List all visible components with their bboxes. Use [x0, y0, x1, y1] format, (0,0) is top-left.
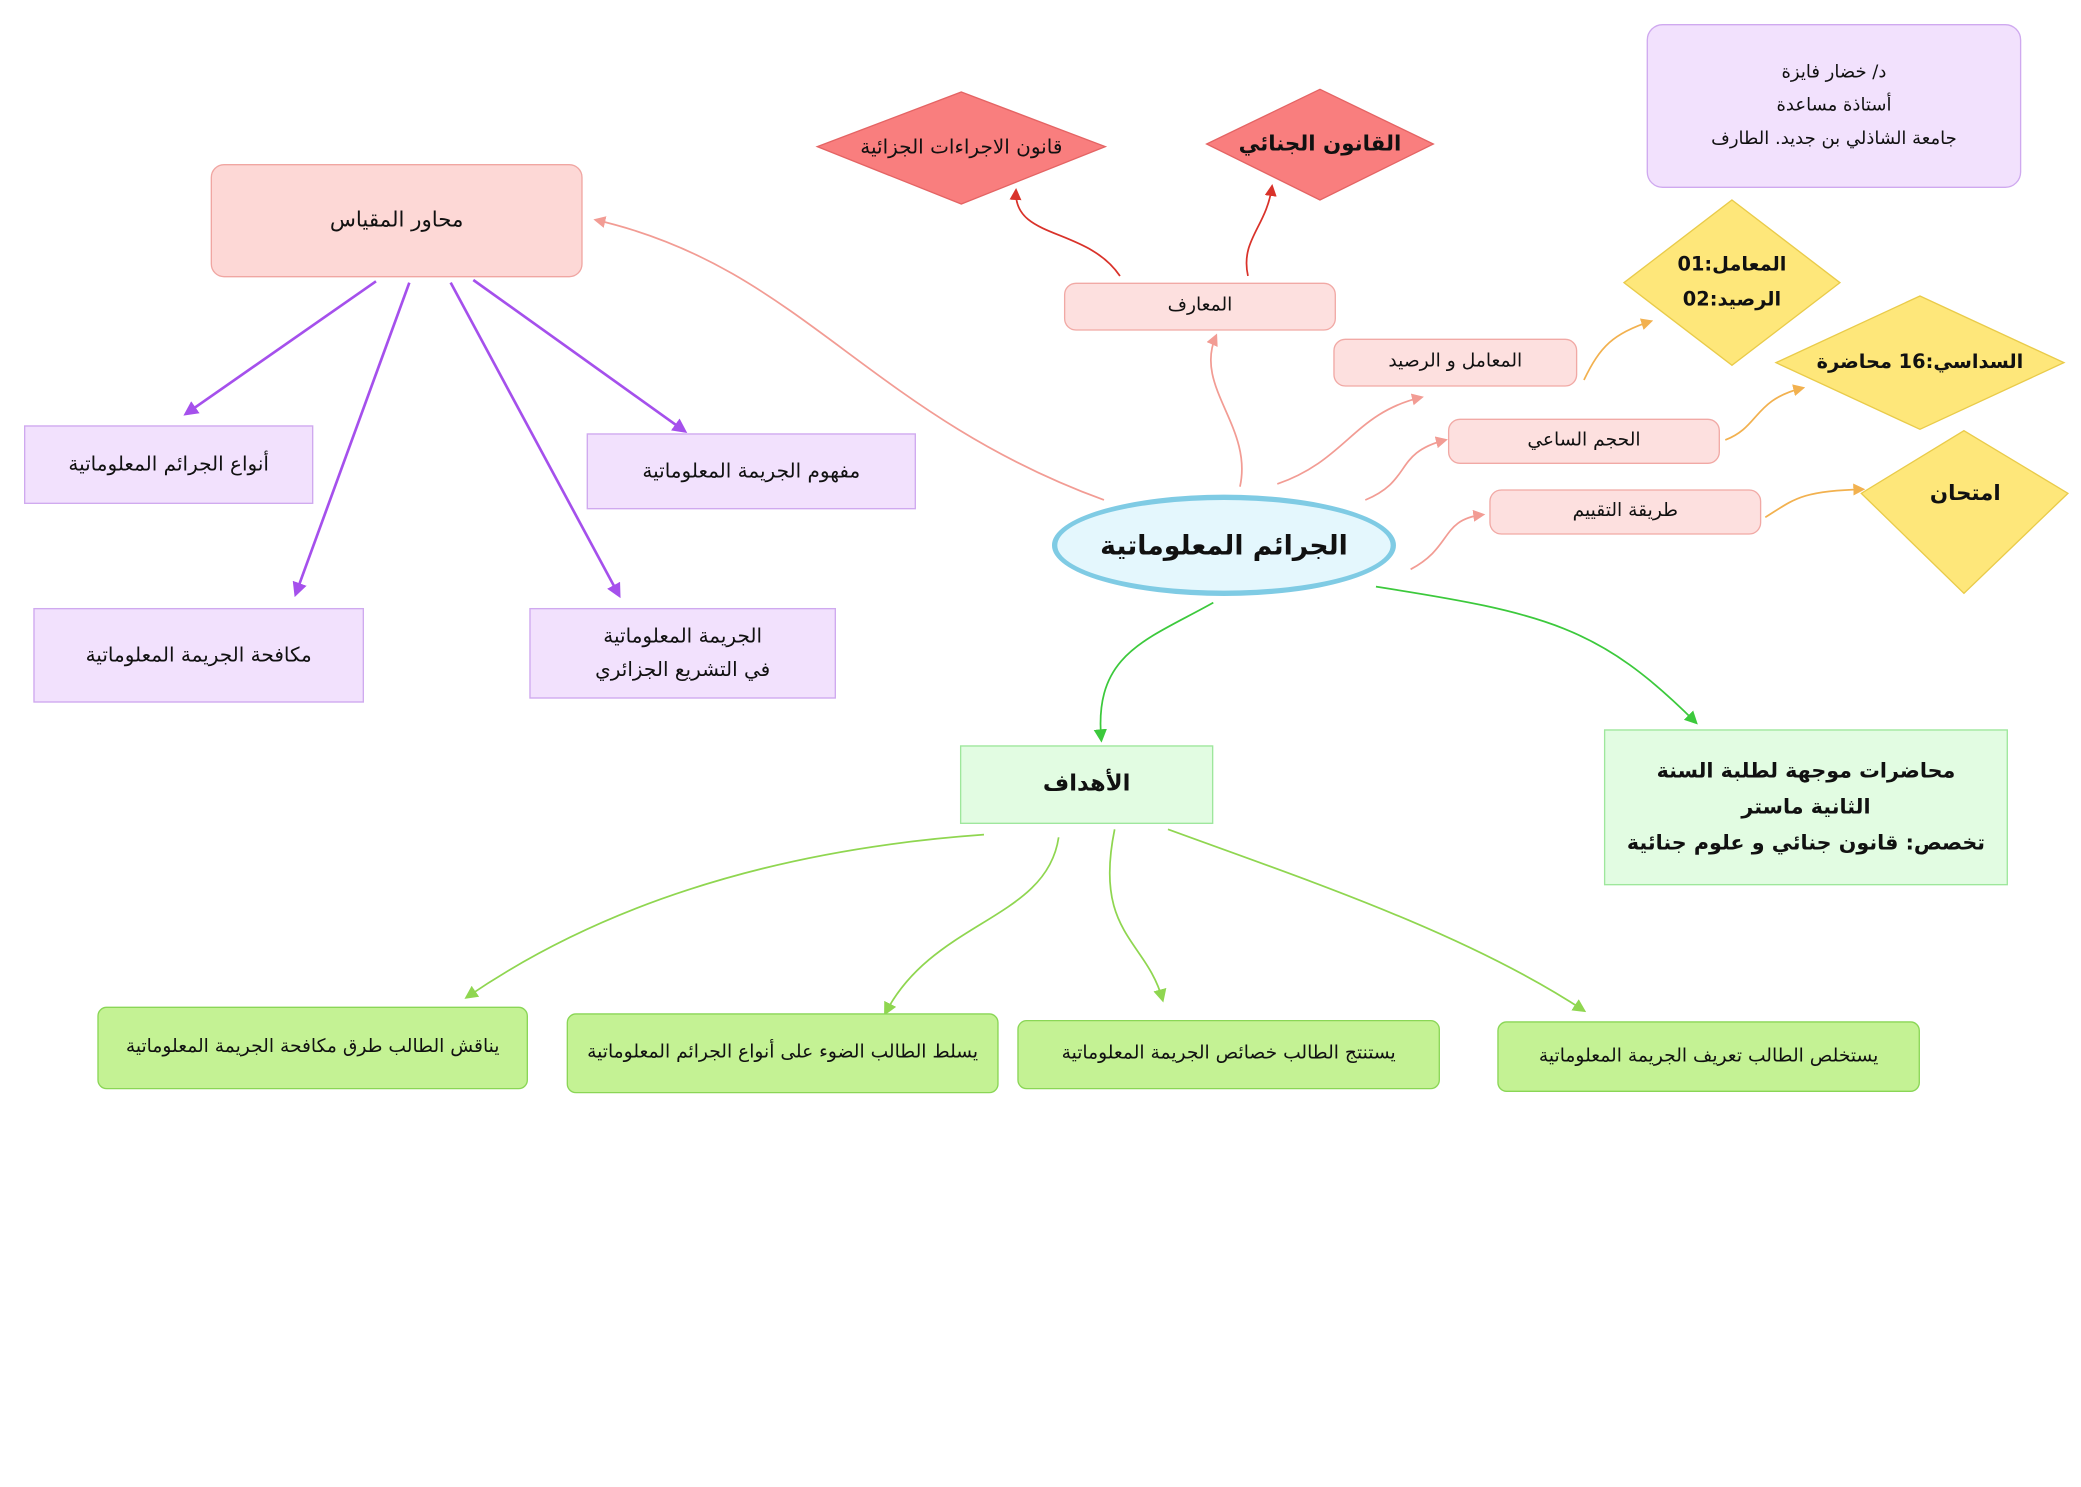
- axis-item-algeria[interactable]: الجريمة المعلوماتية في التشريع الجزائري: [529, 607, 836, 699]
- knowledge-label: المعارف: [1167, 294, 1233, 317]
- objective-item-2[interactable]: يسلط الطالب الضوء على أنواع الجرائم المع…: [566, 1013, 999, 1094]
- coefficient-diamond: [1622, 199, 1842, 367]
- evaluation-diamond: [1860, 429, 2070, 595]
- audience-node[interactable]: محاضرات موجهة لطلبة السنة الثانية ماستر …: [1603, 729, 2008, 886]
- coefficient-label: المعامل و الرصيد: [1388, 350, 1523, 373]
- credit-value: الرصيد:02: [1682, 289, 1782, 311]
- axis-item-types-label: أنواع الجرائم المعلوماتية: [68, 451, 269, 476]
- audience-line1: محاضرات موجهة لطلبة السنة: [1656, 758, 1956, 783]
- penal-law-diamond: [1205, 88, 1435, 201]
- author-university: جامعة الشاذلي بن جديد. الطارف: [1711, 127, 1957, 150]
- link-center-evaluation: [1410, 509, 1486, 571]
- coefficient-values: المعامل:01 الرصيد:02: [1653, 240, 1810, 325]
- link-axes-combat: [292, 282, 411, 598]
- link-axes-types: [183, 280, 377, 416]
- axis-item-types[interactable]: أنواع الجرائم المعلوماتية: [23, 425, 314, 504]
- objective-item-4[interactable]: يستخلص الطالب تعريف الجريمة المعلوماتية: [1497, 1021, 1920, 1092]
- link-objectives-item4: [1167, 828, 1587, 1013]
- link-knowledge-penal: [1245, 184, 1277, 277]
- link-hours-diamond: [1724, 384, 1806, 441]
- axis-item-combat-label: مكافحة الجريمة المعلوماتية: [85, 642, 312, 667]
- objective-item-1-label: يناقش الطالب طرق مكافحة الجريمة المعلوما…: [125, 1036, 500, 1058]
- axis-item-concept-label: مفهوم الجريمة المعلوماتية: [642, 458, 861, 483]
- link-knowledge-procedure: [1009, 187, 1121, 277]
- evaluation-label: طريقة التقييم: [1572, 500, 1678, 522]
- axis-item-combat[interactable]: مكافحة الجريمة المعلوماتية: [33, 607, 364, 703]
- audience-line2: الثانية ماستر: [1741, 794, 1871, 819]
- objectives-node[interactable]: الأهداف: [959, 745, 1214, 824]
- link-evaluation-diamond: [1764, 483, 1866, 519]
- hours-label: الحجم الساعي: [1527, 429, 1641, 451]
- connections: [183, 88, 2070, 1016]
- author-title: أستاذة مساعدة: [1776, 94, 1892, 117]
- central-topic-node[interactable]: الجرائم المعلوماتية: [1051, 494, 1396, 596]
- link-axes-algeria: [449, 282, 621, 599]
- axis-item-algeria-line2: في التشريع الجزائري: [595, 657, 771, 682]
- hours-diamond: [1774, 295, 2066, 431]
- axis-item-algeria-line1: الجريمة المعلوماتية: [603, 624, 763, 649]
- author-name: د/ خضار فايزة: [1781, 61, 1887, 83]
- link-axes-concept: [472, 278, 688, 433]
- procedure-law-label: قانون الاجراءات الجزائية: [860, 133, 1063, 158]
- link-center-hours: [1364, 436, 1448, 501]
- axes-node[interactable]: محاور المقياس: [210, 163, 583, 278]
- link-objectives-item1: [464, 833, 985, 999]
- coefficient-value: المعامل:01: [1677, 254, 1787, 276]
- hours-node[interactable]: الحجم الساعي: [1447, 418, 1720, 464]
- link-coefficient-diamond: [1583, 318, 1654, 381]
- link-center-audience: [1375, 585, 1698, 725]
- objectives-label: الأهداف: [1042, 771, 1131, 798]
- audience-line3: تخصص: قانون جنائي و علوم جنائية: [1626, 830, 1986, 855]
- link-objectives-item2: [884, 837, 1060, 1016]
- objective-item-3-label: يستنتج الطالب خصائص الجريمة المعلوماتية: [1061, 1042, 1396, 1065]
- evaluation-node[interactable]: طريقة التقييم: [1489, 489, 1762, 535]
- link-center-objectives: [1093, 601, 1214, 743]
- knowledge-node[interactable]: المعارف: [1063, 282, 1336, 331]
- penal-law-label: القانون الجنائي: [1238, 130, 1402, 156]
- objective-item-2-label: يسلط الطالب الضوء على أنواع الجرائم المع…: [587, 1041, 979, 1063]
- link-center-knowledge: [1206, 333, 1243, 487]
- link-center-coefficient: [1277, 393, 1424, 485]
- objective-item-3[interactable]: يستنتج الطالب خصائص الجريمة المعلوماتية: [1017, 1019, 1440, 1090]
- central-topic-label: الجرائم المعلوماتية: [1100, 529, 1348, 562]
- link-center-axes: [593, 216, 1105, 501]
- axis-item-concept[interactable]: مفهوم الجريمة المعلوماتية: [586, 433, 916, 510]
- link-objectives-item3: [1108, 829, 1167, 1003]
- coefficient-node[interactable]: المعامل و الرصيد: [1333, 338, 1578, 387]
- procedure-law-diamond: [815, 91, 1108, 205]
- objective-item-4-label: يستخلص الطالب تعريف الجريمة المعلوماتية: [1538, 1044, 1879, 1067]
- objective-item-1[interactable]: يناقش الطالب طرق مكافحة الجريمة المعلوما…: [97, 1006, 528, 1090]
- author-box: د/ خضار فايزة أستاذة مساعدة جامعة الشاذل…: [1646, 23, 2022, 188]
- evaluation-value: امتحان: [1929, 479, 2001, 505]
- axes-label: محاور المقياس: [329, 206, 464, 233]
- hours-value: السداسي:16 محاضرة: [1816, 351, 2024, 374]
